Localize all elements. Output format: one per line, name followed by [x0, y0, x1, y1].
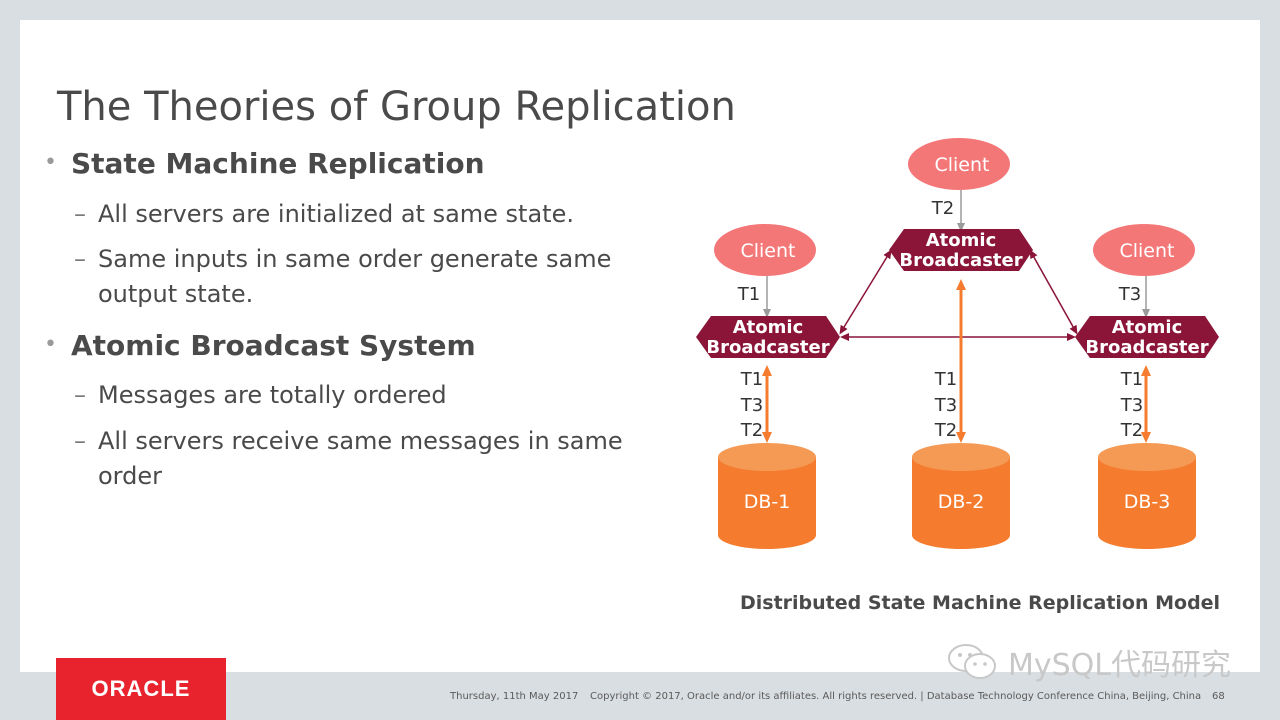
tx-label-client1: T1 [737, 284, 760, 305]
link-b2-b3 [1029, 249, 1078, 335]
bullet-state-machine: • State Machine Replication [44, 147, 485, 180]
sub-bullet-text: All servers are initialized at same stat… [98, 200, 574, 228]
database-label: DB-2 [938, 491, 985, 513]
page-number: 68 [1212, 691, 1225, 702]
client-node-1: Client [714, 224, 816, 276]
database-node-1: DB-1 [718, 443, 816, 549]
bullet-dot: • [44, 150, 57, 175]
order-labels-db1: T1 T3 T2 [740, 369, 763, 441]
broadcaster-node-2: Atomic Broadcaster [889, 229, 1033, 271]
client-label: Client [740, 240, 795, 262]
diagram-caption: Distributed State Machine Replication Mo… [740, 592, 1221, 614]
order-label: T2 [740, 420, 763, 441]
broadcaster-node-1: Atomic Broadcaster [696, 316, 840, 358]
broadcaster-line2: Broadcaster [1085, 337, 1208, 358]
client-node-3: Client [1093, 224, 1195, 276]
database-node-3: DB-3 [1098, 443, 1196, 549]
slide-canvas [20, 20, 1260, 672]
dash-marker: – [74, 381, 86, 409]
broadcaster-line1: Atomic [926, 230, 997, 251]
order-label: T3 [1120, 395, 1143, 416]
bullet-dot: • [44, 332, 57, 357]
order-labels-db2: T1 T3 T2 [934, 369, 957, 441]
tx-label-client2: T2 [931, 198, 954, 219]
order-label: T3 [740, 395, 763, 416]
sub-bullet: – Same inputs in same order generate sam… [74, 242, 674, 312]
order-label: T1 [740, 369, 763, 390]
database-node-2: DB-2 [912, 443, 1010, 549]
client-node-2: Client [908, 138, 1010, 190]
client-label: Client [1119, 240, 1174, 262]
order-label: T1 [934, 369, 957, 390]
broadcaster-line1: Atomic [733, 317, 804, 338]
sub-bullet: – All servers receive same messages in s… [74, 424, 674, 494]
order-label: T3 [934, 395, 957, 416]
client-label: Client [934, 154, 989, 176]
tx-label-client3: T3 [1118, 284, 1141, 305]
dash-marker: – [74, 245, 86, 273]
broadcaster-line2: Broadcaster [899, 250, 1022, 271]
oracle-logo: ORACLE [56, 658, 226, 720]
sub-bullet-text: All servers receive same messages in sam… [98, 427, 623, 490]
oracle-logo-text: ORACLE [91, 676, 191, 701]
sub-bullet-text: Messages are totally ordered [98, 381, 447, 409]
footer-copyright: Copyright © 2017, Oracle and/or its affi… [590, 691, 1202, 702]
order-label: T2 [934, 420, 957, 441]
sub-bullet: – Messages are totally ordered [74, 378, 674, 413]
sub-bullet: – All servers are initialized at same st… [74, 197, 674, 232]
broadcaster-line1: Atomic [1112, 317, 1183, 338]
slide-title: The Theories of Group Replication [57, 84, 736, 130]
database-label: DB-1 [744, 491, 791, 513]
dash-marker: – [74, 427, 86, 455]
watermark-text: MySQL代码研究 [1008, 648, 1232, 683]
link-b1-b2 [839, 249, 892, 335]
bullet-label: Atomic Broadcast System [70, 329, 476, 362]
order-labels-db3: T1 T3 T2 [1120, 369, 1143, 441]
database-label: DB-3 [1124, 491, 1171, 513]
wechat-icon [948, 644, 996, 679]
dash-marker: – [74, 200, 86, 228]
bullet-atomic-broadcast: • Atomic Broadcast System [44, 329, 476, 362]
bullet-label: State Machine Replication [70, 147, 485, 180]
order-label: T1 [1120, 369, 1143, 390]
broadcaster-line2: Broadcaster [706, 337, 829, 358]
sub-bullet-text: Same inputs in same order generate same … [98, 245, 612, 308]
broadcaster-node-3: Atomic Broadcaster [1075, 316, 1219, 358]
order-label: T2 [1120, 420, 1143, 441]
footer-date: Thursday, 11th May 2017 [450, 691, 579, 702]
